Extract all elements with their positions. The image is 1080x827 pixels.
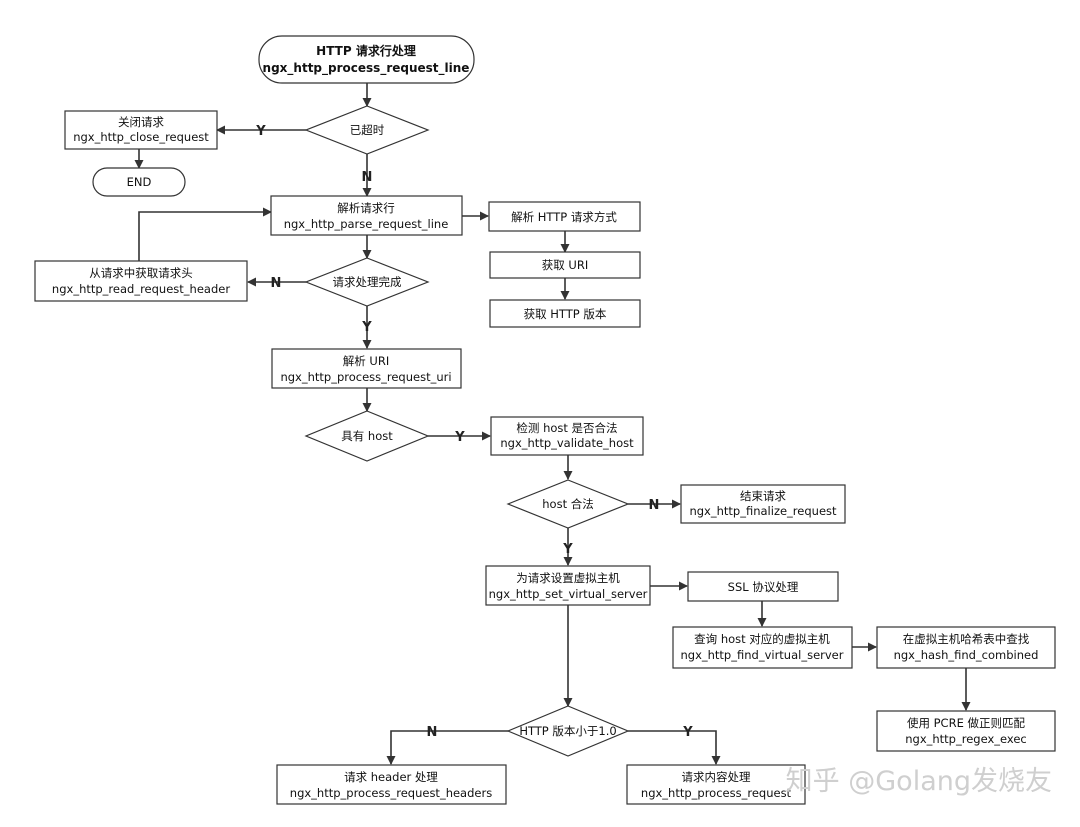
node-parse-uri: 解析 URI ngx_http_process_request_uri (271, 348, 462, 389)
node-end-label: END (127, 175, 152, 189)
node-timeout-label: 已超时 (350, 123, 385, 137)
node-procheaders-func: ngx_http_process_request_headers (290, 786, 492, 800)
node-versioncheck-label: HTTP 版本小于1.0 (519, 724, 616, 738)
node-process-headers: 请求 header 处理 ngx_http_process_request_he… (276, 764, 507, 805)
node-parseuri-func: ngx_http_process_request_uri (280, 370, 451, 384)
node-method-label: 解析 HTTP 请求方式 (511, 210, 617, 224)
node-readheader-title: 从请求中获取请求头 (89, 266, 193, 280)
node-version-label: 获取 HTTP 版本 (524, 307, 607, 321)
node-close-title: 关闭请求 (118, 115, 164, 129)
node-find-virtual-server: 查询 host 对应的虚拟主机 ngx_http_find_virtual_se… (672, 626, 853, 669)
label-done-yes: Y (361, 320, 372, 335)
edge-version-procheaders (386, 730, 508, 765)
node-ssl-label: SSL 协议处理 (728, 580, 799, 594)
label-hostok-yes: Y (562, 542, 573, 557)
node-version-check: HTTP 版本小于1.0 (506, 705, 630, 757)
node-hash-func: ngx_hash_find_combined (894, 648, 1039, 662)
node-finalize-func: ngx_http_finalize_request (689, 504, 837, 518)
node-parseuri-title: 解析 URI (343, 354, 389, 368)
label-done-no: N (271, 276, 282, 291)
node-regex-func: ngx_http_regex_exec (905, 732, 1027, 746)
node-parseline-func: ngx_http_parse_request_line (284, 217, 449, 231)
label-host-yes: Y (454, 430, 465, 445)
edge-readheader-parseline (138, 207, 272, 261)
node-start-title: HTTP 请求行处理 (316, 43, 416, 58)
node-set-virtual-server: 为请求设置虚拟主机 ngx_http_set_virtual_server (485, 565, 651, 606)
node-procrequest-func: ngx_http_process_request (641, 786, 792, 800)
node-start: HTTP 请求行处理 ngx_http_process_request_line (258, 35, 475, 84)
edge-version-procrequest (628, 730, 721, 765)
node-regex: 使用 PCRE 做正则匹配 ngx_http_regex_exec (876, 710, 1056, 752)
node-get-uri: 获取 URI (489, 251, 641, 279)
node-readheader-func: ngx_http_read_request_header (52, 282, 230, 296)
node-read-header: 从请求中获取请求头 ngx_http_read_request_header (34, 260, 248, 302)
label-timeout-no: N (362, 170, 373, 185)
node-get-version: 获取 HTTP 版本 (489, 299, 641, 328)
node-timeout: 已超时 (304, 105, 430, 155)
label-hostok-no: N (649, 498, 660, 513)
label-timeout-yes: Y (255, 124, 266, 139)
node-parseline-title: 解析请求行 (337, 201, 395, 215)
node-regex-title: 使用 PCRE 做正则匹配 (907, 716, 1026, 730)
node-host-ok: host 合法 (506, 479, 630, 529)
node-findvserver-func: ngx_http_find_virtual_server (680, 648, 843, 662)
node-hash-find: 在虚拟主机哈希表中查找 ngx_hash_find_combined (876, 626, 1056, 669)
node-setvserver-title: 为请求设置虚拟主机 (516, 571, 620, 585)
label-version-no: N (427, 725, 438, 740)
node-close-func: ngx_http_close_request (73, 130, 209, 144)
edges (134, 83, 971, 765)
node-done-label: 请求处理完成 (333, 275, 402, 289)
node-validate-host: 检测 host 是否合法 ngx_http_validate_host (490, 416, 644, 456)
node-procrequest-title: 请求内容处理 (682, 770, 751, 784)
node-parse-request-line: 解析请求行 ngx_http_parse_request_line (270, 195, 463, 236)
node-finalize-title: 结束请求 (740, 489, 786, 503)
node-close-request: 关闭请求 ngx_http_close_request (64, 110, 218, 150)
node-findvserver-title: 查询 host 对应的虚拟主机 (694, 632, 830, 646)
label-version-yes: Y (682, 725, 693, 740)
edge-labels: Y N N Y Y N Y N Y (255, 124, 693, 740)
node-uri-label: 获取 URI (542, 258, 588, 272)
node-hashost-label: 具有 host (341, 429, 393, 443)
node-validate-func: ngx_http_validate_host (500, 436, 634, 450)
node-start-func: ngx_http_process_request_line (263, 61, 470, 76)
node-parse-method: 解析 HTTP 请求方式 (488, 201, 641, 232)
node-procheaders-title: 请求 header 处理 (344, 770, 438, 784)
node-finalize: 结束请求 ngx_http_finalize_request (680, 484, 846, 524)
node-hostok-label: host 合法 (542, 497, 593, 511)
node-hash-title: 在虚拟主机哈希表中查找 (903, 632, 1030, 646)
node-validate-title: 检测 host 是否合法 (516, 421, 617, 435)
node-end: END (92, 167, 186, 197)
node-setvserver-func: ngx_http_set_virtual_server (489, 587, 648, 601)
watermark: 知乎 @Golang发烧友 (786, 766, 1052, 797)
node-has-host: 具有 host (304, 410, 430, 462)
node-process-request: 请求内容处理 ngx_http_process_request (626, 764, 806, 805)
node-ssl: SSL 协议处理 (687, 571, 839, 602)
node-done: 请求处理完成 (304, 257, 430, 307)
